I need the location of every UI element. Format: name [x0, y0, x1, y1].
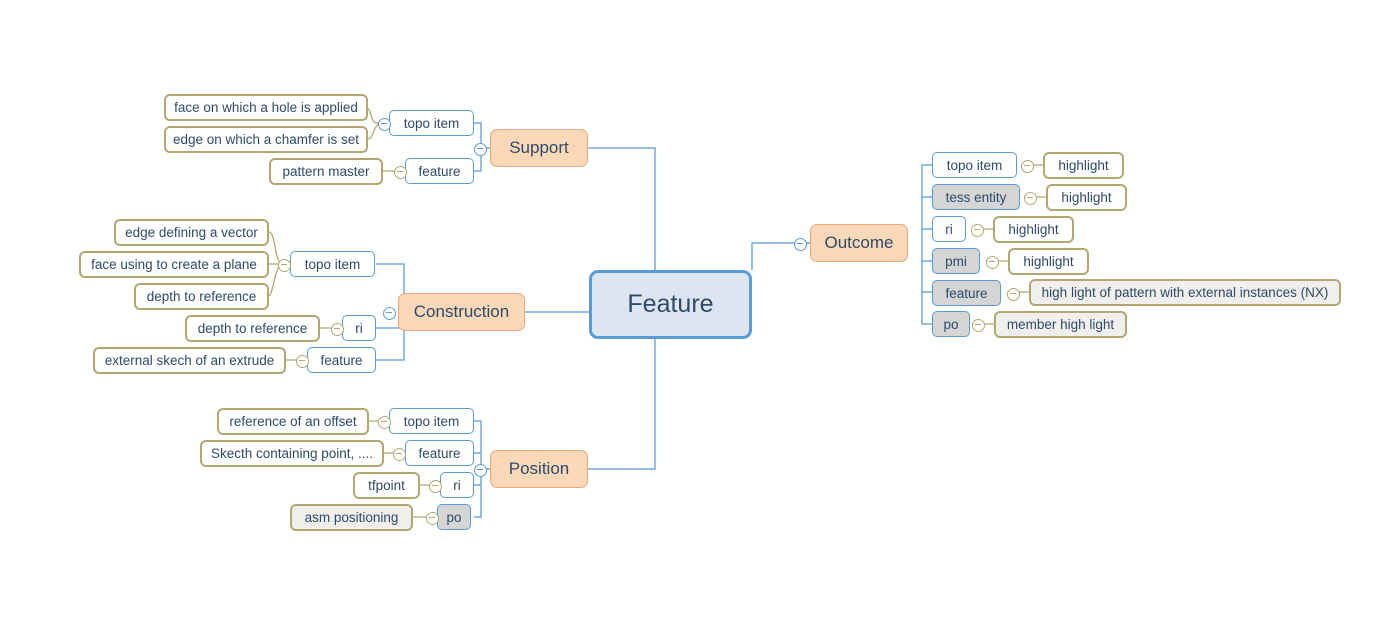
leaf-box[interactable]: face on which a hole is applied	[164, 94, 368, 121]
type-box-ri[interactable]: ri	[342, 315, 376, 341]
collapse-toggle-outcome-po[interactable]	[972, 319, 985, 332]
collapse-toggle-construction[interactable]	[383, 307, 396, 320]
leaf-box[interactable]: Skecth containing point, ....	[200, 440, 384, 467]
leaf-box[interactable]: face using to create a plane	[79, 251, 269, 278]
leaf-box[interactable]: pattern master	[269, 158, 383, 185]
collapse-toggle-outcome[interactable]	[794, 238, 807, 251]
leaf-box[interactable]: edge on which a chamfer is set	[164, 126, 368, 153]
type-box-pmi[interactable]: pmi	[932, 248, 980, 274]
type-box-feature[interactable]: feature	[932, 280, 1001, 306]
type-box-po[interactable]: po	[437, 504, 471, 530]
collapse-toggle-position-feature[interactable]	[393, 448, 406, 461]
branch-outcome[interactable]: Outcome	[810, 224, 908, 262]
type-box-feature[interactable]: feature	[405, 158, 474, 184]
root-node-feature[interactable]: Feature	[589, 270, 752, 339]
leaf-box[interactable]: high light of pattern with external inst…	[1029, 279, 1341, 306]
collapse-toggle-support-feature[interactable]	[394, 166, 407, 179]
leaf-box[interactable]: member high light	[994, 311, 1127, 338]
type-box-ri[interactable]: ri	[440, 472, 474, 498]
branch-position[interactable]: Position	[490, 450, 588, 488]
leaf-box[interactable]: edge defining a vector	[114, 219, 269, 246]
type-box-topo-item[interactable]: topo item	[290, 251, 375, 277]
leaf-box[interactable]: depth to reference	[185, 315, 320, 342]
leaf-box[interactable]: tfpoint	[353, 472, 420, 499]
collapse-toggle-position-ri[interactable]	[429, 480, 442, 493]
leaf-box[interactable]: external skech of an extrude	[93, 347, 286, 374]
collapse-toggle-position-po[interactable]	[426, 512, 439, 525]
branch-support[interactable]: Support	[490, 129, 588, 167]
type-box-po[interactable]: po	[932, 311, 970, 337]
leaf-box[interactable]: highlight	[1046, 184, 1127, 211]
collapse-toggle-construction-feature[interactable]	[296, 355, 309, 368]
type-box-feature[interactable]: feature	[405, 440, 474, 466]
leaf-box[interactable]: reference of an offset	[217, 408, 369, 435]
collapse-toggle-outcome-feature[interactable]	[1007, 288, 1020, 301]
collapse-toggle-outcome-ri[interactable]	[971, 224, 984, 237]
leaf-box[interactable]: asm positioning	[290, 504, 413, 531]
collapse-toggle-construction-topo-item[interactable]	[278, 259, 291, 272]
type-box-topo-item[interactable]: topo item	[389, 110, 474, 136]
type-box-feature[interactable]: feature	[307, 347, 376, 373]
collapse-toggle-outcome-pmi[interactable]	[986, 256, 999, 269]
branch-construction[interactable]: Construction	[398, 293, 525, 331]
type-box-topo-item[interactable]: topo item	[932, 152, 1017, 178]
type-box-topo-item[interactable]: topo item	[389, 408, 474, 434]
collapse-toggle-position[interactable]	[474, 464, 487, 477]
collapse-toggle-support[interactable]	[474, 143, 487, 156]
collapse-toggle-support-topo-item[interactable]	[378, 118, 391, 131]
leaf-box[interactable]: highlight	[993, 216, 1074, 243]
collapse-toggle-position-topo-item[interactable]	[378, 416, 391, 429]
type-box-ri[interactable]: ri	[932, 216, 966, 242]
leaf-box[interactable]: depth to reference	[134, 283, 269, 310]
leaf-box[interactable]: highlight	[1008, 248, 1089, 275]
leaf-box[interactable]: highlight	[1043, 152, 1124, 179]
type-box-tess-entity[interactable]: tess entity	[932, 184, 1020, 210]
collapse-toggle-outcome-tess-entity[interactable]	[1024, 192, 1037, 205]
collapse-toggle-construction-ri[interactable]	[331, 323, 344, 336]
collapse-toggle-outcome-topo-item[interactable]	[1021, 160, 1034, 173]
